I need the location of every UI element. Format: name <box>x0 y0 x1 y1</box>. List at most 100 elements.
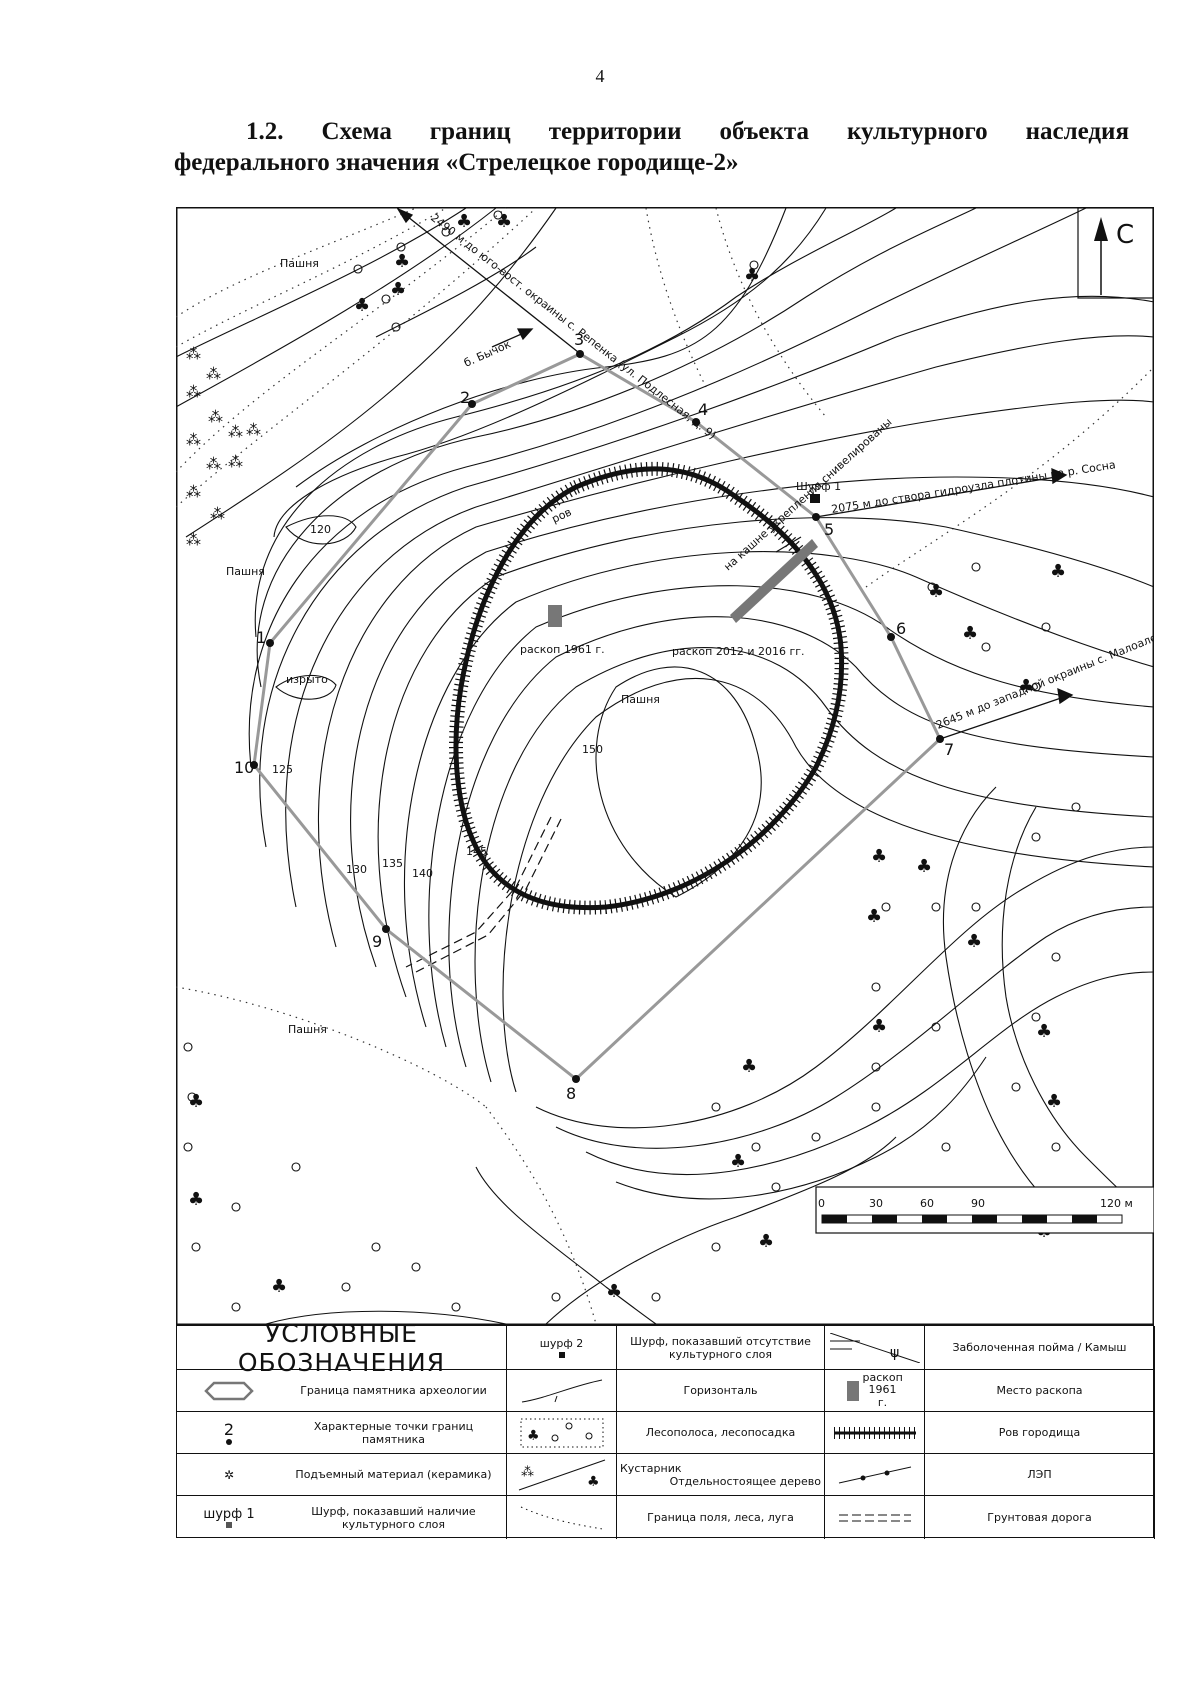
svg-text:♣: ♣ <box>1050 561 1066 582</box>
boundary-point-labels: 1 2 3 4 5 6 7 8 9 10 <box>234 330 954 1103</box>
point-label-3: 3 <box>574 330 584 349</box>
pit-filled-icon <box>225 1522 232 1528</box>
power-line-icon <box>838 1466 911 1483</box>
swamp-icon: ψ <box>829 1332 920 1363</box>
point-label-8: 8 <box>566 1084 576 1103</box>
legend-point-number: 2 <box>223 1420 235 1439</box>
svg-text:♣: ♣ <box>394 251 410 272</box>
contour-label-120: 120 <box>310 523 331 536</box>
legend-title: УСЛОВНЫЕ ОБОЗНАЧЕНИЯ <box>177 1319 507 1377</box>
svg-text:ψ: ψ <box>890 1345 899 1361</box>
power-line <box>775 536 802 553</box>
field-boundaries <box>176 207 1154 1325</box>
legend-shurf2-symbol: шурф 2 <box>507 1326 617 1370</box>
svg-text:⁂: ⁂ <box>206 455 221 473</box>
scale-tick-120: 120 м <box>1100 1197 1133 1210</box>
legend-bush-tree-text: Кустарник Отдельностоящее дерево <box>617 1454 825 1496</box>
svg-text:♣: ♣ <box>741 1056 757 1077</box>
label-shurf-1: Шурф 1 <box>796 480 841 493</box>
legend-contour-text: Горизонталь <box>617 1370 825 1412</box>
label-field-2: Пашня <box>226 565 265 578</box>
legend-boundary-text: Граница памятника археологии <box>281 1370 507 1412</box>
point-label-5: 5 <box>824 520 834 539</box>
field-edge-icon <box>520 1506 603 1529</box>
svg-text:⁂: ⁂ <box>186 431 201 449</box>
legend-contour-symbol <box>507 1370 617 1412</box>
point-label-4: 4 <box>698 400 708 419</box>
legend-finds-symbol: ✲ <box>177 1454 281 1496</box>
svg-text:♣: ♣ <box>758 1231 774 1252</box>
legend-swamp-text: Заболоченная пойма / Камыш <box>925 1326 1155 1370</box>
svg-text:♣: ♣ <box>606 1281 622 1302</box>
contour-label-135: 135 <box>382 857 403 870</box>
svg-text:⁂: ⁂ <box>228 453 243 471</box>
excavation-icon <box>846 1380 859 1401</box>
north-arrow: С <box>1077 207 1154 299</box>
site-map: С <box>176 207 1154 1325</box>
legend-shurf2-label: шурф 2 <box>539 1337 584 1350</box>
legend-fieldedge-text: Граница поля, леса, луга <box>617 1496 825 1539</box>
pit-icon <box>558 1352 565 1358</box>
svg-text:♣: ♣ <box>188 1189 204 1210</box>
contour-lines <box>176 207 1154 1325</box>
legend-finds-text: Подъемный материал (керамика) <box>281 1454 507 1496</box>
road-icon <box>838 1514 911 1521</box>
north-label: С <box>1116 220 1134 250</box>
legend-moat-text: Ров городища <box>925 1412 1155 1454</box>
moat-icon <box>833 1426 916 1439</box>
label-field-center: Пашня <box>621 693 660 706</box>
point-icon <box>226 1439 232 1445</box>
svg-text:⁂: ⁂ <box>206 365 221 383</box>
point-label-7: 7 <box>944 740 954 759</box>
legend-power-text: ЛЭП <box>925 1454 1155 1496</box>
scale-tick-0: 0 <box>818 1197 825 1210</box>
svg-text:♣: ♣ <box>871 1016 887 1037</box>
legend-excav-text: Место раскопа <box>925 1370 1155 1412</box>
point-label-6: 6 <box>896 619 906 638</box>
legend-boundary-symbol <box>177 1370 281 1412</box>
svg-text:♣: ♣ <box>866 906 882 927</box>
svg-text:♣: ♣ <box>730 1151 746 1172</box>
scale-tick-30: 30 <box>869 1197 883 1210</box>
svg-text:♣: ♣ <box>496 211 512 232</box>
label-dug: изрыто <box>286 673 328 686</box>
svg-text:♣: ♣ <box>916 856 932 877</box>
svg-text:♣: ♣ <box>1046 1091 1062 1112</box>
legend-power-symbol <box>825 1454 925 1496</box>
legend-swamp-symbol: ψ <box>825 1326 925 1370</box>
legend-bush-text: Кустарник <box>620 1461 682 1475</box>
svg-text:♣: ♣ <box>271 1276 287 1297</box>
svg-text:♣: ♣ <box>966 931 982 952</box>
svg-text:♣: ♣ <box>928 581 944 602</box>
svg-text:♣: ♣ <box>871 846 887 867</box>
svg-text:♣: ♣ <box>188 1091 204 1112</box>
legend-shurf1-label: шурф 1 <box>203 1507 255 1522</box>
svg-text:♣: ♣ <box>527 1428 540 1444</box>
point-label-2: 2 <box>460 388 470 407</box>
point-label-10: 10 <box>234 758 254 777</box>
legend-tree-text: Отдельностоящее дерево <box>669 1474 821 1488</box>
svg-text:♣: ♣ <box>1018 676 1034 697</box>
title-line-1: 1.2. Схема границ территории объекта кул… <box>246 118 1129 145</box>
legend-shurf1-text: Шурф, показавший наличие культурного сло… <box>281 1496 507 1539</box>
label-field-3: Пашня <box>288 1023 327 1036</box>
legend-point-symbol: 2 <box>177 1412 281 1454</box>
forest-symbols <box>183 210 1081 1312</box>
legend: УСЛОВНЫЕ ОБОЗНАЧЕНИЯ шурф 2 Шурф, показа… <box>176 1319 1155 1539</box>
contour-label-125: 125 <box>272 763 293 776</box>
legend-road-symbol <box>825 1496 925 1539</box>
title-line-2: федерального значения «Стрелецкое городи… <box>174 149 739 177</box>
scale-tick-90: 90 <box>971 1197 985 1210</box>
svg-text:⁂: ⁂ <box>246 421 261 439</box>
svg-text:⁂: ⁂ <box>521 1465 534 1480</box>
legend-fieldedge-symbol <box>507 1496 617 1539</box>
point-label-1: 1 <box>256 628 266 647</box>
excavation-1961 <box>548 605 562 627</box>
svg-text:⁂: ⁂ <box>208 408 223 426</box>
direction-arrows <box>396 207 1074 740</box>
legend-forest-text: Лесополоса, лесопосадка <box>617 1412 825 1454</box>
legend-road-text: Грунтовая дорога <box>925 1496 1155 1539</box>
svg-text:⁂: ⁂ <box>186 531 201 549</box>
label-field-1: Пашня <box>280 257 319 270</box>
finds-icon: ✲ <box>223 1467 235 1482</box>
